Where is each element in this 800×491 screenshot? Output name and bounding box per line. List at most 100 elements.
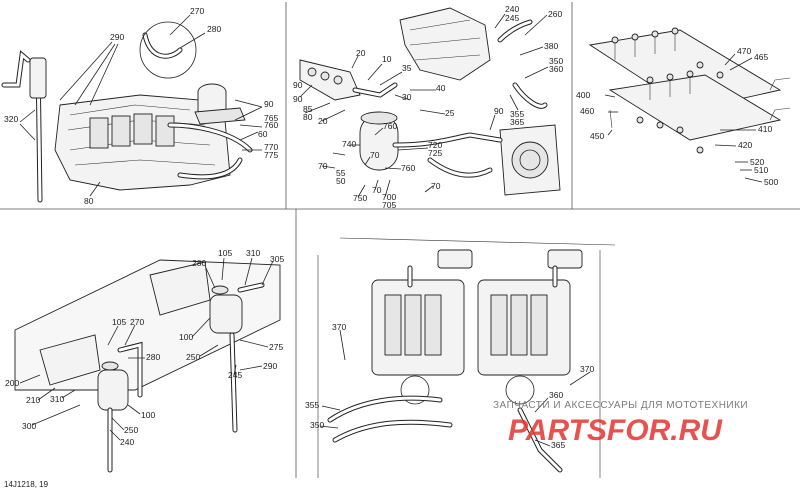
callout-705: 705 (382, 200, 396, 210)
callout-70c: 70 (372, 185, 382, 195)
callout-275: 275 (269, 342, 283, 352)
leader-lines-bottom-left (19, 257, 274, 441)
callout-245: 245 (505, 13, 519, 23)
callout-210: 210 (26, 395, 40, 405)
callout-725: 725 (428, 148, 442, 158)
callout-305: 305 (270, 254, 284, 264)
callout-200: 200 (5, 378, 19, 388)
callout-290: 290 (263, 361, 277, 371)
callout-360: 360 (549, 64, 563, 74)
leader-lines-bottom-right (319, 329, 591, 447)
callout-270: 270 (190, 6, 204, 16)
callout-90c: 90 (293, 80, 303, 90)
callout-775: 775 (264, 150, 278, 160)
callout-510: 510 (754, 165, 768, 175)
diagram-code: 14J1218, 19 (4, 480, 49, 489)
callout-20a: 20 (356, 48, 366, 58)
callout-350: 350 (549, 56, 563, 66)
callout-760: 760 (264, 120, 278, 130)
left-engine-illustration (371, 249, 473, 405)
callout-760a: 760 (383, 121, 397, 131)
callout-365: 365 (510, 117, 524, 127)
callout-90a: 90 (494, 106, 504, 116)
callout-765: 765 (264, 113, 278, 123)
engine-block-illustration (54, 83, 246, 191)
callout-355: 355 (510, 109, 524, 119)
hoses-illustration (1, 32, 253, 203)
callout-25: 25 (445, 108, 455, 118)
watermark-tagline: ЗАПЧАСТИ И АКСЕССУАРЫ ДЛЯ МОТОТЕХНИКИ (493, 400, 748, 411)
callout-720: 720 (428, 140, 442, 150)
callout-90b: 90 (293, 94, 303, 104)
callout-470: 470 (737, 46, 751, 56)
watermark-logo: PARTSFOR.RU (508, 414, 723, 447)
reservoir-hoses-illustration (107, 282, 265, 473)
callout-280a: 280 (192, 258, 206, 268)
callout-320: 320 (4, 114, 18, 124)
panel-coolant-reservoirs: 105 310 280 305 100 250 275 245 290 105 … (5, 248, 284, 473)
right-engine-illustration (477, 249, 583, 405)
callout-355: 355 (305, 400, 319, 410)
callout-280b: 280 (146, 352, 160, 362)
callout-70d: 70 (431, 181, 441, 191)
callout-310b: 310 (50, 394, 64, 404)
panel-mounting-plate: 470 465 400 460 450 410 420 520 510 500 (576, 27, 791, 187)
callout-55: 55 (336, 168, 346, 178)
callout-270: 270 (130, 317, 144, 327)
panel-engine-cooling: 270 280 290 320 90 765 760 60 770 775 80 (1, 6, 278, 206)
callout-740: 740 (342, 139, 356, 149)
callout-350: 350 (310, 420, 324, 430)
callout-370b: 370 (580, 364, 594, 374)
callout-100a: 100 (179, 332, 193, 342)
callout-50: 50 (336, 176, 346, 186)
callout-400: 400 (576, 90, 590, 100)
callout-420: 420 (738, 140, 752, 150)
callout-70b: 70 (370, 150, 380, 160)
callout-300: 300 (22, 421, 36, 431)
callout-250b: 250 (124, 425, 138, 435)
callout-770: 770 (264, 142, 278, 152)
callout-numbers-top-left: 270 280 290 320 90 765 760 60 770 775 80 (4, 6, 278, 206)
callout-465: 465 (754, 52, 768, 62)
callout-260: 260 (548, 9, 562, 19)
panel-dividers (0, 2, 800, 478)
callout-460: 460 (580, 106, 594, 116)
callout-85: 85 (303, 104, 313, 114)
callout-100b: 100 (141, 410, 155, 420)
panel-twin-engines: 370 355 350 360 365 370 (305, 237, 616, 478)
callout-500: 500 (764, 177, 778, 187)
callout-760b: 760 (401, 163, 415, 173)
intake-assembly-illustration (299, 7, 561, 196)
engine-bay-illustration (317, 237, 616, 478)
callout-365: 365 (551, 440, 565, 450)
callout-240: 240 (120, 437, 134, 447)
callout-520: 520 (750, 157, 764, 167)
callout-20b: 20 (318, 116, 328, 126)
callout-380: 380 (544, 41, 558, 51)
callout-numbers-bottom-right: 370 355 350 360 365 370 (305, 322, 594, 450)
callout-105a: 105 (218, 248, 232, 258)
mounting-plate-illustration (588, 27, 791, 154)
callout-70a: 70 (318, 161, 328, 171)
callout-80: 80 (84, 196, 94, 206)
callout-40: 40 (436, 83, 446, 93)
detail-magnifier-circle (139, 21, 197, 79)
callout-280: 280 (207, 24, 221, 34)
intake-hoses-illustration (352, 19, 548, 178)
callout-450: 450 (590, 131, 604, 141)
callout-numbers-top-right: 470 465 400 460 450 410 420 520 510 500 (576, 46, 778, 187)
watermark: ЗАПЧАСТИ И АКСЕССУАРЫ ДЛЯ МОТОТЕХНИКИ PA… (493, 400, 748, 447)
reservoirs-illustration (14, 259, 281, 411)
callout-90: 90 (264, 99, 274, 109)
leader-lines-top-right (604, 53, 763, 183)
callout-410: 410 (758, 124, 772, 134)
callout-numbers-top-middle: 240 245 260 380 350 360 355 365 20 10 35… (293, 4, 563, 210)
leader-lines-top-left (19, 14, 263, 197)
bolts-illustration (609, 27, 724, 154)
callout-360: 360 (549, 390, 563, 400)
callout-numbers-bottom-left: 105 310 280 305 100 250 275 245 290 105 … (5, 248, 284, 447)
callout-290: 290 (110, 32, 124, 42)
callout-240: 240 (505, 4, 519, 14)
callout-105b: 105 (112, 317, 126, 327)
